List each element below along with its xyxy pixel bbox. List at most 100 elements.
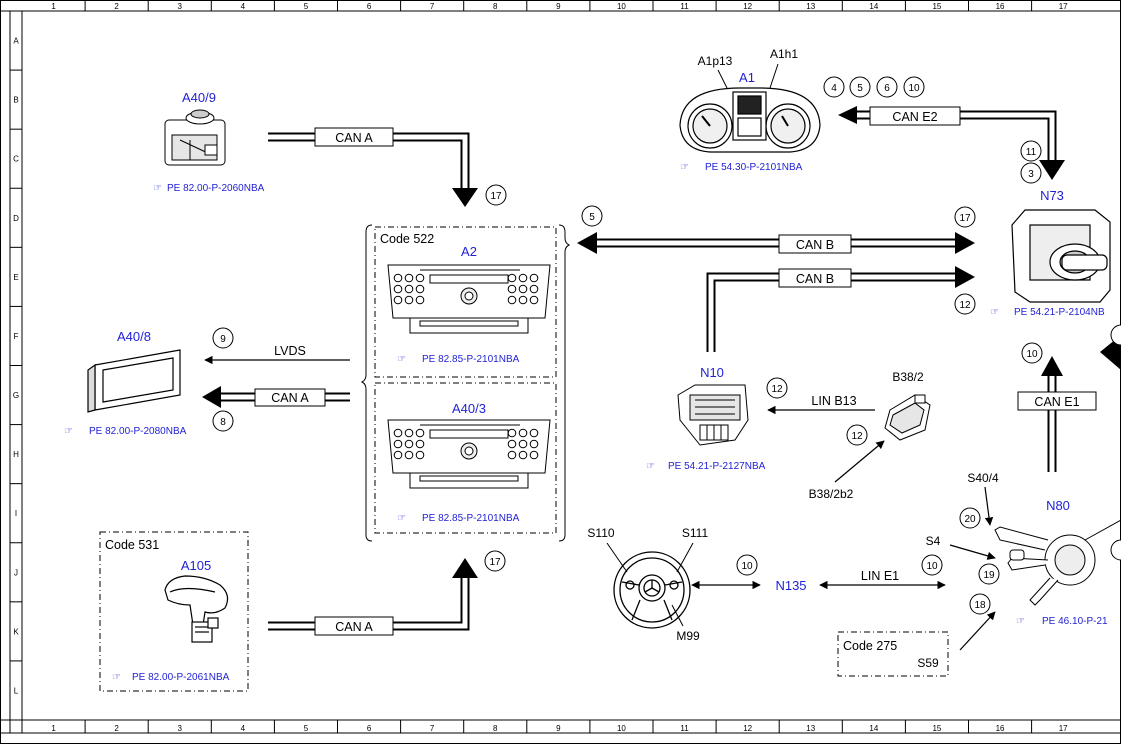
b38-2-sensor[interactable]: B38/2 B38/2b2 xyxy=(809,370,931,501)
grid-row-label: H xyxy=(13,450,19,459)
svg-text:3: 3 xyxy=(1028,169,1034,180)
n73-ref-link[interactable]: PE 54.21-P-2104NB xyxy=(1014,307,1105,318)
a1-ref-link[interactable]: PE 54.30-P-2101NBA xyxy=(705,162,803,173)
svg-text:19: 19 xyxy=(983,570,995,581)
a1-instrument-cluster[interactable]: A1p13 A1h1 A1 ☞ PE 54.30-P-2101NBA xyxy=(679,47,821,173)
code-275-group[interactable]: Code 275 S59 xyxy=(837,631,949,677)
svg-text:10: 10 xyxy=(1026,349,1038,360)
code-531-group[interactable]: Code 531 A105 ☞ PE 82.00-P-2061NBA xyxy=(99,531,249,692)
radio-button-icon xyxy=(529,439,539,449)
a40-8-display[interactable]: A40/8 ☞ PE 82.00-P-2080NBA xyxy=(64,329,187,437)
num-4: 4 xyxy=(823,76,845,98)
partial-arrow-right xyxy=(1100,324,1121,370)
radio-button-icon xyxy=(507,428,517,438)
radio-button-icon xyxy=(393,273,403,283)
svg-text:8: 8 xyxy=(220,417,226,428)
n80-label: N80 xyxy=(1046,498,1070,513)
a40-3-ref-link[interactable]: PE 82.85-P-2101NBA xyxy=(422,513,520,524)
svg-text:18: 18 xyxy=(974,600,986,611)
can-e2-label: CAN E2 xyxy=(892,110,937,124)
radio-button-icon xyxy=(518,273,528,283)
code-275-label: Code 275 xyxy=(843,639,897,653)
grid-col-label: 3 xyxy=(178,2,183,11)
svg-text:17: 17 xyxy=(489,557,501,568)
grid-col-label: 12 xyxy=(743,724,752,733)
n135-label[interactable]: N135 xyxy=(775,578,806,593)
radio-button-icon xyxy=(393,428,403,438)
svg-text:9: 9 xyxy=(220,334,226,345)
code-531-label: Code 531 xyxy=(105,538,159,552)
lin-b13-label: LIN B13 xyxy=(811,394,856,408)
can-a-link-a105: CAN A xyxy=(268,558,478,636)
a105-ref-link[interactable]: PE 82.00-P-2061NBA xyxy=(132,672,230,683)
radio-button-icon xyxy=(393,450,403,460)
svg-text:17: 17 xyxy=(490,191,502,202)
grid-col-label: 2 xyxy=(114,2,119,11)
grid-col-label: 6 xyxy=(367,2,372,11)
radio-button-icon xyxy=(518,428,528,438)
grid-col-label: 11 xyxy=(680,2,689,11)
grid-col-label: 7 xyxy=(430,724,435,733)
grid-col-label: 1 xyxy=(51,724,56,733)
radio-button-icon xyxy=(415,273,425,283)
grid-col-label: 5 xyxy=(304,724,309,733)
a40-8-ref-link[interactable]: PE 82.00-P-2080NBA xyxy=(89,426,187,437)
num-5-a: 5 xyxy=(849,76,871,98)
grid-col-label: 3 xyxy=(178,724,183,733)
grid-col-label: 13 xyxy=(806,724,815,733)
can-a-link-a40-8: CAN A xyxy=(202,386,350,408)
n80-ref-link[interactable]: PE 46.10-P-21 xyxy=(1042,616,1108,627)
num-10-c: 10 xyxy=(736,554,758,576)
a40-8-label: A40/8 xyxy=(117,329,151,344)
radio-button-icon xyxy=(529,295,539,305)
ref-icon: ☞ xyxy=(990,307,999,318)
svg-text:5: 5 xyxy=(589,212,595,223)
grid-col-label: 4 xyxy=(241,2,246,11)
a40-3-label: A40/3 xyxy=(452,401,486,416)
can-e1-link: CAN E1 xyxy=(1017,356,1097,472)
radio-button-icon xyxy=(518,295,528,305)
grid-col-label: 15 xyxy=(932,724,941,733)
num-9: 9 xyxy=(212,327,234,349)
a40-9-picture xyxy=(164,109,226,166)
n10-module[interactable]: N10 ☞ PE 54.21-P-2127NBA xyxy=(646,365,766,472)
a2-ref-link[interactable]: PE 82.85-P-2101NBA xyxy=(422,354,520,365)
num-10-d: 10 xyxy=(921,554,943,576)
radio-button-icon xyxy=(507,295,517,305)
grid-col-label: 16 xyxy=(996,724,1005,733)
a2-audio-unit[interactable]: A2 ☞ PE 82.85-P-2101NBA xyxy=(387,244,551,365)
num-12-a: 12 xyxy=(954,293,976,315)
radio-button-icon xyxy=(404,450,414,460)
radio-button-icon xyxy=(404,439,414,449)
radio-button-icon xyxy=(518,284,528,294)
a105-picture xyxy=(164,575,229,643)
num-5-b: 5 xyxy=(581,205,603,227)
a40-3-unit[interactable]: A40/3 ☞ PE 82.85-P-2101NBA xyxy=(387,401,551,524)
b38-2b2-label: B38/2b2 xyxy=(809,487,854,501)
grid-row-label: A xyxy=(13,37,19,46)
steering-wheel[interactable]: S110 S111 M99 xyxy=(587,526,708,643)
grid-row-label: G xyxy=(13,391,19,400)
grid-row-label: F xyxy=(14,332,19,341)
radio-button-icon xyxy=(404,428,414,438)
radio-button-icon xyxy=(415,428,425,438)
svg-text:6: 6 xyxy=(884,83,890,94)
n80-steering-column-module[interactable]: N80 S40/4 S4 ☞ PE 46.10-P-21 xyxy=(926,471,1121,627)
can-e2-link: CAN E2 xyxy=(838,106,1065,180)
n73-ignition-switch[interactable]: N73 ☞ PE 54.21-P-2104NB xyxy=(990,188,1111,318)
svg-text:10: 10 xyxy=(741,561,753,572)
n10-ref-link[interactable]: PE 54.21-P-2127NBA xyxy=(668,461,766,472)
a40-9-label: A40/9 xyxy=(182,90,216,105)
a2-picture xyxy=(387,264,551,334)
b38-2-label: B38/2 xyxy=(892,370,924,384)
radio-button-icon xyxy=(393,295,403,305)
lin-e1-label: LIN E1 xyxy=(861,569,899,583)
lvds-link: LVDS xyxy=(204,344,350,365)
num-17-c: 17 xyxy=(484,550,506,572)
num-10-a: 10 xyxy=(903,76,925,98)
a1-label: A1 xyxy=(739,70,755,85)
a40-9-ref-link[interactable]: PE 82.00-P-2060NBA xyxy=(167,183,265,194)
grid-col-label: 5 xyxy=(304,2,309,11)
svg-text:20: 20 xyxy=(964,514,976,525)
a40-9-module[interactable]: A40/9 ☞ PE 82.00-P-2060NBA xyxy=(153,90,265,194)
